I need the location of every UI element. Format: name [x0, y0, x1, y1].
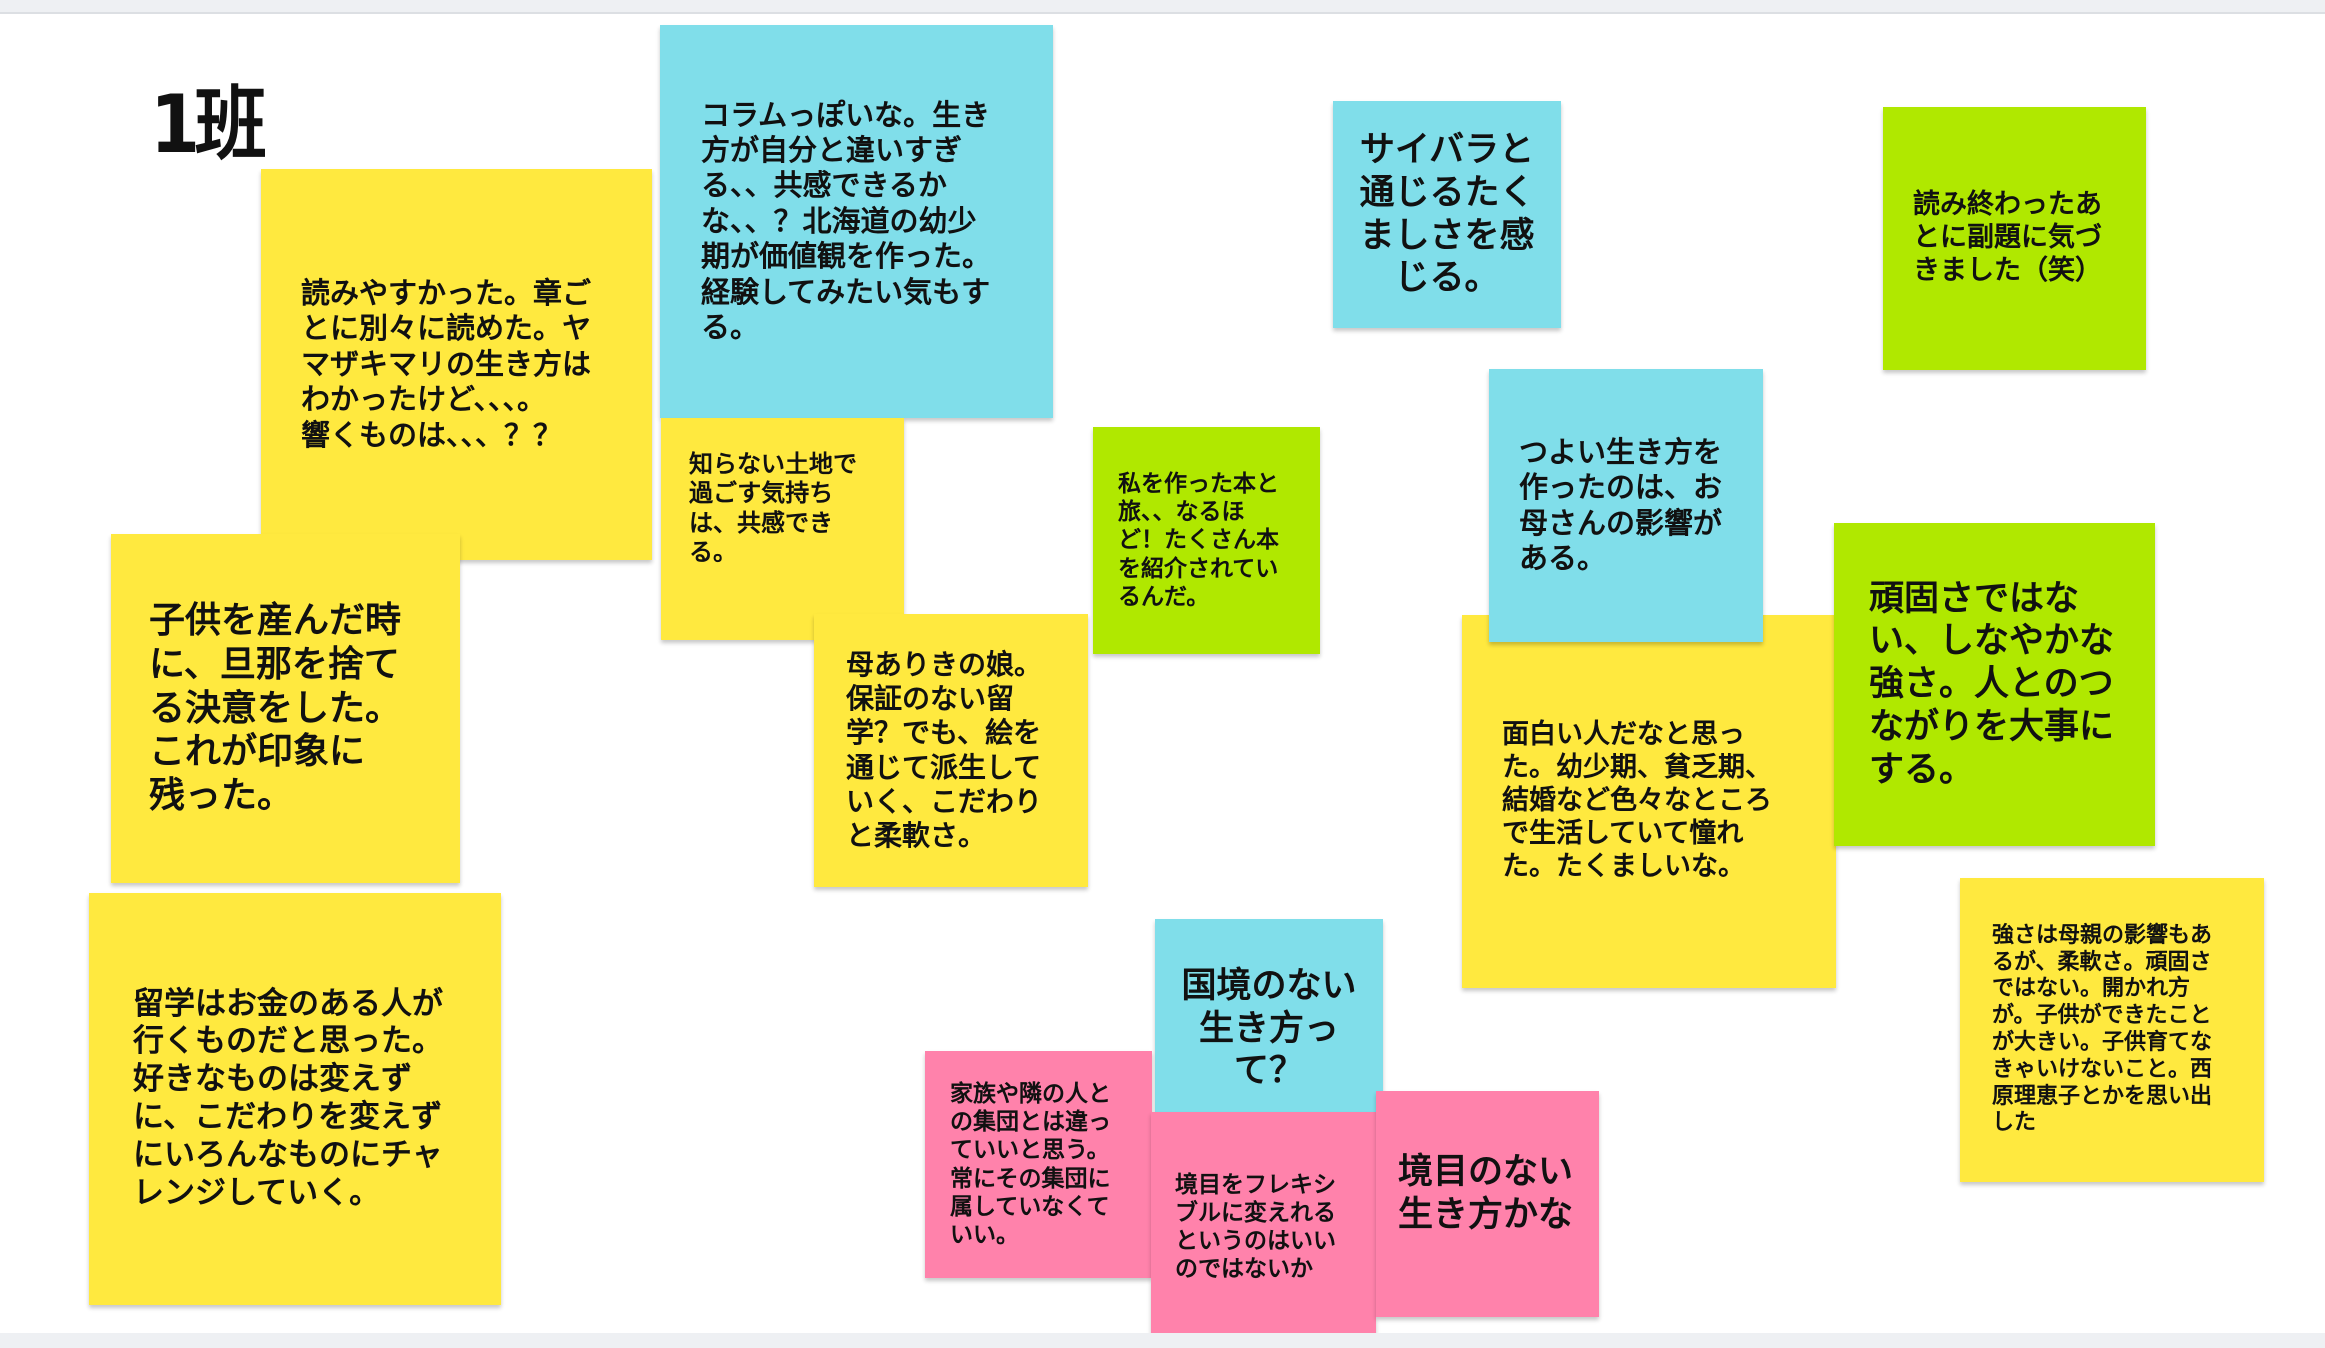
- sticky-note-text: 境目をフレキシ ブルに変えれる というのはいい のではないか: [1175, 1171, 1336, 1283]
- sticky-note[interactable]: コラムっぽいな。生き 方が自分と違いすぎ る、、共感できるか な、、？北海道の幼…: [660, 25, 1053, 418]
- sticky-note[interactable]: サイバラと 通じるたく ましさを感 じる。: [1333, 101, 1561, 328]
- sticky-note[interactable]: 私を作った本と 旅、、なるほ ど！たくさん本 を紹介されてい るんだ。: [1093, 427, 1320, 654]
- sticky-note[interactable]: 境目をフレキシ ブルに変えれる というのはいい のではないか: [1151, 1112, 1376, 1342]
- sticky-note[interactable]: 読み終わったあ とに副題に気づ きました（笑）: [1883, 107, 2146, 370]
- sticky-note-text: 読み終わったあ とに副題に気づ きました（笑）: [1913, 189, 2102, 286]
- sticky-note-text: 子供を産んだ時 に、旦那を捨て る決意をした。 これが印象に 残った。: [149, 599, 402, 817]
- sticky-note[interactable]: 知らない土地で 過ごす気持ち は、共感でき る。: [661, 418, 904, 640]
- sticky-note[interactable]: 留学はお金のある人が 行くものだと思った。 好きなものは変えず に、こだわりを変…: [89, 893, 501, 1305]
- sticky-note[interactable]: 頑固さではな い、しなやかな 強さ。人とのつ ながりを大事に する。: [1834, 523, 2155, 846]
- sticky-note[interactable]: つよい生き方を 作ったのは、お 母さんの影響が ある。: [1489, 369, 1763, 642]
- sticky-note-text: 読みやすかった。章ご とに別々に読めた。ヤ マザキマリの生き方は わかったけど、…: [301, 276, 592, 452]
- top-toolbar-strip: [0, 0, 2325, 14]
- sticky-note-text: 頑固さではな い、しなやかな 強さ。人とのつ ながりを大事に する。: [1869, 578, 2115, 790]
- sticky-note-text: 国境のない 生き方っ て？: [1181, 966, 1357, 1092]
- sticky-note[interactable]: 国境のない 生き方っ て？: [1155, 919, 1383, 1149]
- sticky-note-text: 強さは母親の影響もあ るが、柔軟さ。頑固さ ではない。開かれ方 が。子供ができた…: [1992, 922, 2213, 1136]
- sticky-note[interactable]: 子供を産んだ時 に、旦那を捨て る決意をした。 これが印象に 残った。: [111, 534, 460, 883]
- sticky-note-text: サイバラと 通じるたく ましさを感 じる。: [1359, 130, 1535, 299]
- sticky-note-text: つよい生き方を 作ったのは、お 母さんの影響が ある。: [1519, 434, 1723, 575]
- sticky-note[interactable]: 強さは母親の影響もあ るが、柔軟さ。頑固さ ではない。開かれ方 が。子供ができた…: [1960, 878, 2264, 1182]
- sticky-note[interactable]: 境目のない 生き方かな: [1376, 1091, 1599, 1317]
- sticky-note[interactable]: 家族や隣の人と の集団とは違っ ていいと思う。 常にその集団に 属していなくて …: [925, 1051, 1152, 1278]
- sticky-note-text: 留学はお金のある人が 行くものだと思った。 好きなものは変えず に、こだわりを変…: [133, 985, 443, 1211]
- sticky-note-text: 私を作った本と 旅、、なるほ ど！たくさん本 を紹介されてい るんだ。: [1118, 471, 1279, 610]
- sticky-note-text: 家族や隣の人と の集団とは違っ ていいと思う。 常にその集団に 属していなくて …: [950, 1081, 1111, 1248]
- sticky-note-text: コラムっぽいな。生き 方が自分と違いすぎ る、、共感できるか な、、？北海道の幼…: [701, 97, 992, 344]
- sticky-note[interactable]: 読みやすかった。章ご とに別々に読めた。ヤ マザキマリの生き方は わかったけど、…: [261, 169, 652, 560]
- board-title: 1班: [150, 78, 267, 171]
- sticky-note[interactable]: 母ありきの娘。 保証のない留 学？でも、絵を 通じて派生して いく、こだわり と…: [814, 614, 1088, 887]
- sticky-note-text: 母ありきの娘。 保証のない留 学？でも、絵を 通じて派生して いく、こだわり と…: [846, 648, 1043, 852]
- sticky-note-text: 知らない土地で 過ごす気持ち は、共感でき る。: [689, 450, 857, 566]
- sticky-note-text: 面白い人だなと思っ た。幼少期、貧乏期、 結婚など色々なところ で生活していて憧…: [1502, 719, 1772, 882]
- sticky-note-text: 境目のない 生き方かな: [1398, 1152, 1574, 1235]
- bottom-scroll-strip: [0, 1333, 2325, 1348]
- sticky-note[interactable]: 面白い人だなと思っ た。幼少期、貧乏期、 結婚など色々なところ で生活していて憧…: [1462, 615, 1836, 988]
